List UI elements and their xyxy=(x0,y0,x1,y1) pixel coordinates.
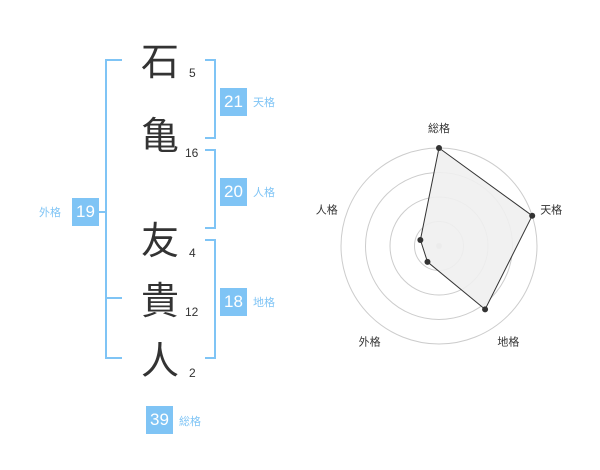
tenkaku-label: 天格 xyxy=(253,96,275,109)
gaikaku-value: 19 xyxy=(72,198,99,226)
radar-point xyxy=(424,258,431,265)
radar-axis-label: 総格 xyxy=(428,121,450,135)
stroke-count-3: 4 xyxy=(189,246,196,260)
radar-axis-label: 天格 xyxy=(540,203,562,217)
stroke-count-1: 5 xyxy=(189,66,196,80)
name-char-4: 貴 xyxy=(141,279,180,323)
radar-polygon xyxy=(419,147,533,311)
soukaku-value: 39 xyxy=(146,406,173,434)
name-char-1: 石 xyxy=(141,40,180,84)
radar-axis-label: 外格 xyxy=(359,335,381,349)
radar-point xyxy=(436,145,442,151)
stroke-count-2: 16 xyxy=(185,146,199,160)
radar-axis-label: 人格 xyxy=(316,203,338,217)
name-char-3: 友 xyxy=(141,219,180,263)
radar-point xyxy=(482,306,489,313)
name-char-2: 亀 xyxy=(141,114,180,158)
soukaku-label: 総格 xyxy=(179,415,201,428)
radar-axis-label: 地格 xyxy=(497,335,519,349)
jinkaku-label: 人格 xyxy=(253,186,275,199)
radar-point xyxy=(417,236,424,243)
name-char-5: 人 xyxy=(141,339,180,383)
stroke-count-4: 12 xyxy=(185,305,199,319)
chikaku-label: 地格 xyxy=(253,296,275,309)
gaikaku-label: 外格 xyxy=(39,206,61,219)
chikaku-value: 18 xyxy=(220,288,247,316)
stroke-count-5: 2 xyxy=(189,366,196,380)
jinkaku-value: 20 xyxy=(220,178,247,206)
tenkaku-value: 21 xyxy=(220,88,247,116)
radar-point xyxy=(529,212,536,219)
